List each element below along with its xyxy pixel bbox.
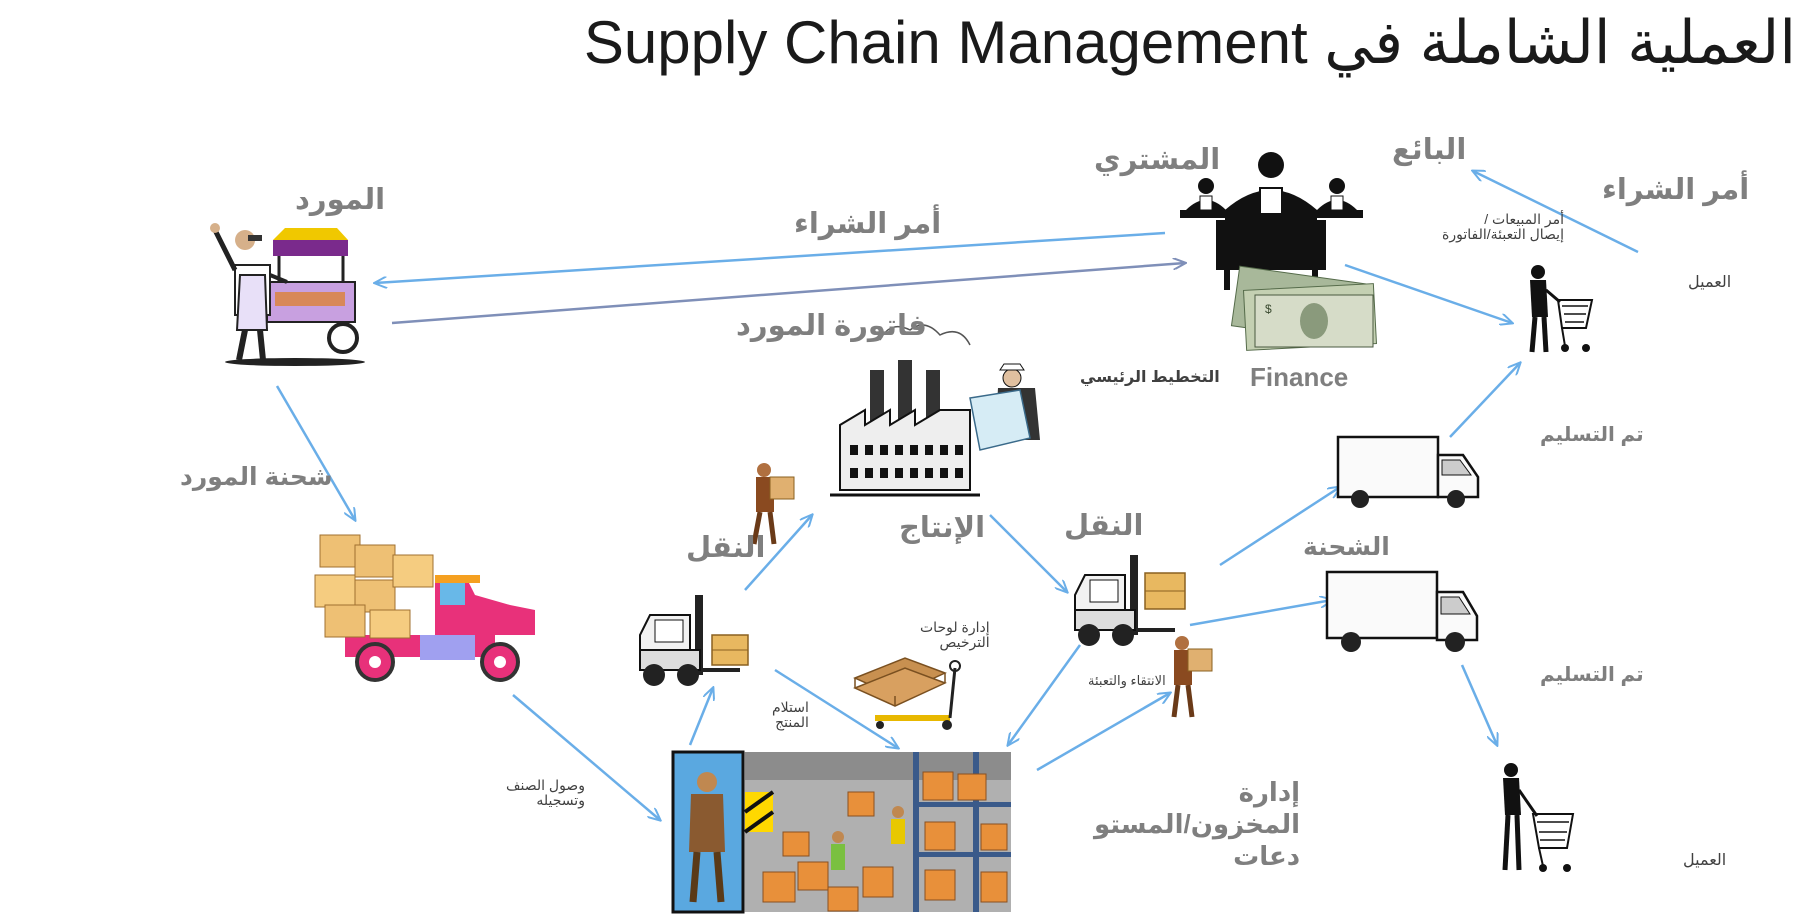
buyer-label: المشتري <box>1094 144 1221 176</box>
supplier-label: المورد <box>295 184 386 216</box>
arrow-van-to-customer <box>1449 363 1520 438</box>
picking-packing-label: الانتقاء والتعبئة <box>1088 673 1166 688</box>
customer-cart-icon <box>1502 763 1575 872</box>
transport-label-right: النقل <box>1064 510 1144 542</box>
arrow-customer-to-seller <box>1473 171 1639 254</box>
forklift-icon <box>639 595 749 686</box>
product-receipt-line-2: المنتج <box>775 714 809 730</box>
arrow-truck-to-customer <box>1460 664 1497 745</box>
arrow-forklift-to-warehouse <box>774 668 898 748</box>
purchase-order-label: أمر الشراء <box>794 208 942 240</box>
svg-text:$: $ <box>1265 302 1272 316</box>
cargo-truck-icon <box>1325 570 1479 652</box>
license-plates-label: إدارة لوحات الترخيص <box>920 620 990 650</box>
arrow-truck-to-warehouse <box>512 694 660 820</box>
arrow-invoice-to-buyer <box>391 263 1185 325</box>
supplier-shipment-label: شحنة المورد <box>180 463 333 491</box>
supplier-vendor-icon <box>210 223 365 366</box>
arrow-factory-to-forklift <box>989 514 1067 592</box>
product-receipt-label: استلام المنتج <box>772 700 809 730</box>
customer-label-bottom: العميل <box>1683 852 1727 869</box>
factory-icon <box>830 324 1040 497</box>
money-icon: $ <box>1230 265 1378 351</box>
warehouse-icon <box>671 750 1011 914</box>
inventory-line-2: المخزون/المستو <box>1094 809 1301 839</box>
inventory-management-label: إدارة المخزون/المستو دعات <box>1094 776 1300 872</box>
supplier-invoice-label: فاتورة المورد <box>736 310 927 342</box>
worker-box-icon <box>751 463 795 545</box>
inventory-line-1: إدارة <box>1238 777 1301 807</box>
item-arrival-line-1: وصول الصنف <box>506 777 585 793</box>
sales-order-label: أمر المبيعات / إيصال التعبئة/الفاتورة <box>1442 212 1564 242</box>
page-title: العملية الشاملة في Supply Chain Manageme… <box>583 9 1796 76</box>
customer-label-top: العميل <box>1688 274 1732 291</box>
master-planning-label: التخطيط الرئيسي <box>1080 369 1220 386</box>
customer-cart-icon <box>1529 265 1594 353</box>
delivered-label-bottom: تم التسليم <box>1540 664 1644 686</box>
arrow-supplier-to-truck <box>275 385 355 520</box>
purchase-order-label-right: أمر الشراء <box>1602 174 1750 206</box>
production-label: الإنتاج <box>899 512 986 544</box>
sales-order-line-2: إيصال التعبئة/الفاتورة <box>1442 226 1564 242</box>
arrow-forklift-to-warehouse-2 <box>1008 644 1082 745</box>
product-receipt-line-1: استلام <box>772 699 809 715</box>
transport-label-left: النقل <box>686 532 766 564</box>
delivered-label-top: تم التسليم <box>1540 424 1644 446</box>
license-plates-line-2: الترخيص <box>939 634 990 650</box>
arrow-warehouse-to-forklift <box>688 688 713 746</box>
arrow-forklift-to-van <box>1219 487 1340 567</box>
finance-label: Finance <box>1250 362 1349 392</box>
pallet-jack-icon <box>853 657 961 730</box>
delivery-truck-icon <box>1336 435 1480 508</box>
cargo-truck-icon <box>314 534 535 682</box>
buyer-office-icon <box>1180 152 1363 290</box>
item-arrival-line-2: وتسجيله <box>536 792 585 808</box>
arrow-buyer-to-customer <box>1344 263 1512 323</box>
flow-arrows <box>275 171 1639 820</box>
worker-box-icon <box>1171 636 1213 718</box>
arrow-po-to-supplier <box>375 231 1166 283</box>
arrow-forklift-to-truck <box>1189 600 1332 627</box>
sales-order-line-1: أمر المبيعات / <box>1484 211 1564 227</box>
forklift-icon <box>1074 555 1186 646</box>
inventory-line-3: دعات <box>1233 841 1301 871</box>
arrow-forklift-to-factory <box>744 515 812 591</box>
shipment-label: الشحنة <box>1303 533 1390 561</box>
item-arrival-label: وصول الصنف وتسجيله <box>506 778 585 808</box>
license-plates-line-1: إدارة لوحات <box>920 619 990 635</box>
arrow-warehouse-to-picking <box>1036 693 1170 772</box>
seller-label: البائع <box>1392 134 1467 166</box>
